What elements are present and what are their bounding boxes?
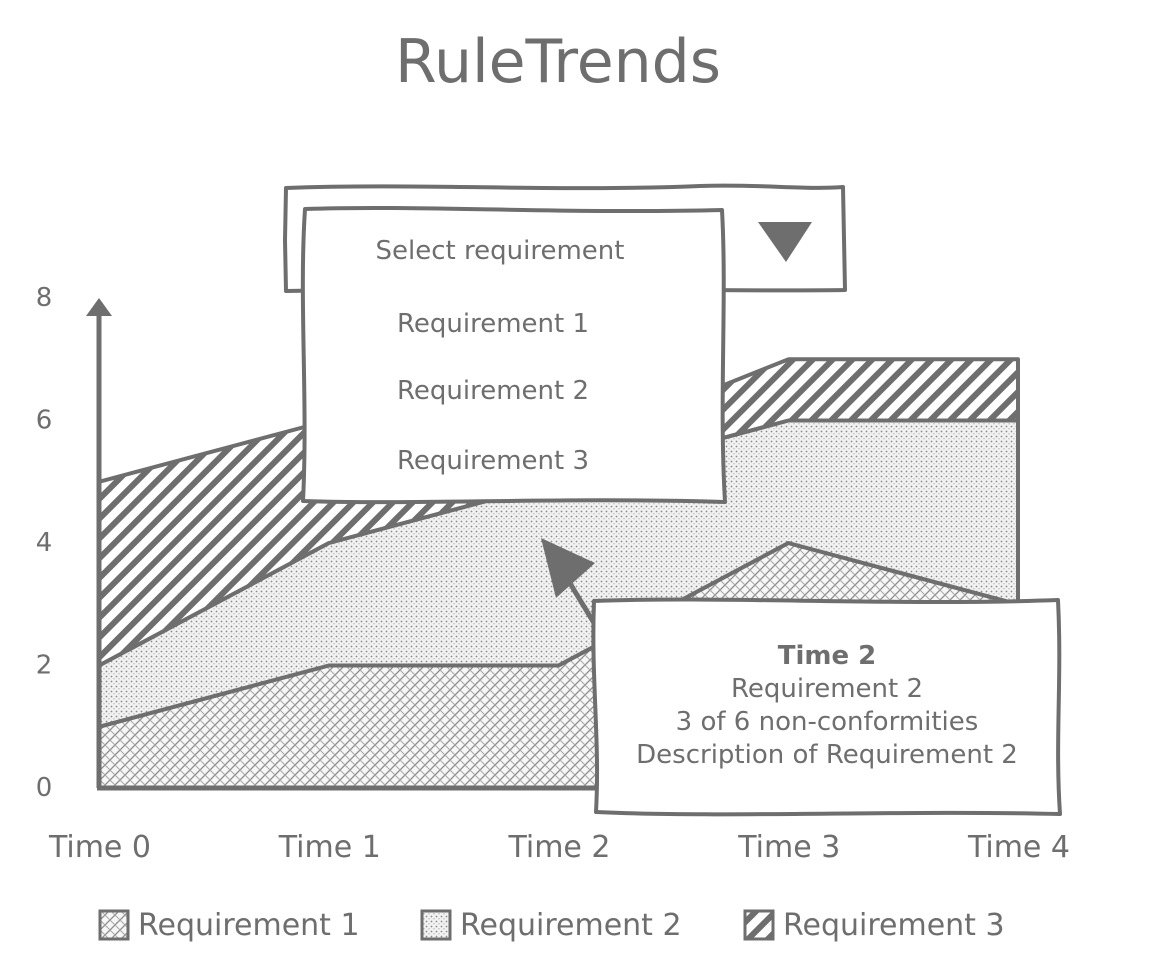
- legend-swatch-requirement-3: [743, 909, 775, 941]
- legend-label-requirement-1: Requirement 1: [138, 908, 360, 943]
- y-tick-label: 8: [36, 283, 53, 313]
- x-tick-label: Time 2: [507, 830, 610, 865]
- y-tick-label: 6: [36, 406, 53, 436]
- requirement-selector[interactable]: Select requirement Requirement 1 Require…: [283, 183, 847, 505]
- tooltip-description: Description of Requirement 2: [636, 740, 1018, 770]
- legend-label-requirement-2: Requirement 2: [460, 908, 682, 943]
- y-tick-labels: 0 2 4 6 8: [36, 283, 53, 803]
- y-tick-label: 4: [36, 528, 53, 558]
- tooltip-box: [591, 597, 1062, 817]
- data-tooltip: Time 2 Requirement 2 3 of 6 non-conformi…: [541, 538, 1062, 817]
- tooltip-requirement: Requirement 2: [731, 674, 923, 704]
- selector-placeholder[interactable]: Select requirement: [376, 236, 625, 266]
- tooltip-title: Time 2: [778, 641, 877, 671]
- tooltip-count: 3 of 6 non-conformities: [676, 707, 979, 737]
- x-tick-label: Time 3: [737, 830, 840, 865]
- y-axis-arrow-icon: [86, 298, 112, 316]
- x-tick-label: Time 0: [48, 830, 151, 865]
- selector-option-requirement-3[interactable]: Requirement 3: [397, 446, 589, 476]
- page-title: RuleTrends: [395, 27, 721, 97]
- legend-swatch-requirement-2: [420, 909, 452, 941]
- y-tick-label: 2: [36, 651, 53, 681]
- selector-option-requirement-1[interactable]: Requirement 1: [397, 309, 589, 339]
- triangle-down-icon[interactable]: [758, 222, 812, 262]
- y-tick-label: 0: [36, 773, 53, 803]
- x-tick-label: Time 1: [278, 830, 381, 865]
- legend-label-requirement-3: Requirement 3: [783, 908, 1005, 943]
- legend: Requirement 1 Requirement 2 Requirement 3: [98, 908, 1005, 943]
- selector-option-requirement-2[interactable]: Requirement 2: [397, 376, 589, 406]
- x-tick-labels: Time 0 Time 1 Time 2 Time 3 Time 4: [48, 830, 1070, 865]
- x-tick-label: Time 4: [967, 830, 1070, 865]
- legend-swatch-requirement-1: [98, 909, 130, 941]
- selector-dropdown-panel: [300, 205, 727, 505]
- tooltip-pointer-icon: [541, 538, 595, 598]
